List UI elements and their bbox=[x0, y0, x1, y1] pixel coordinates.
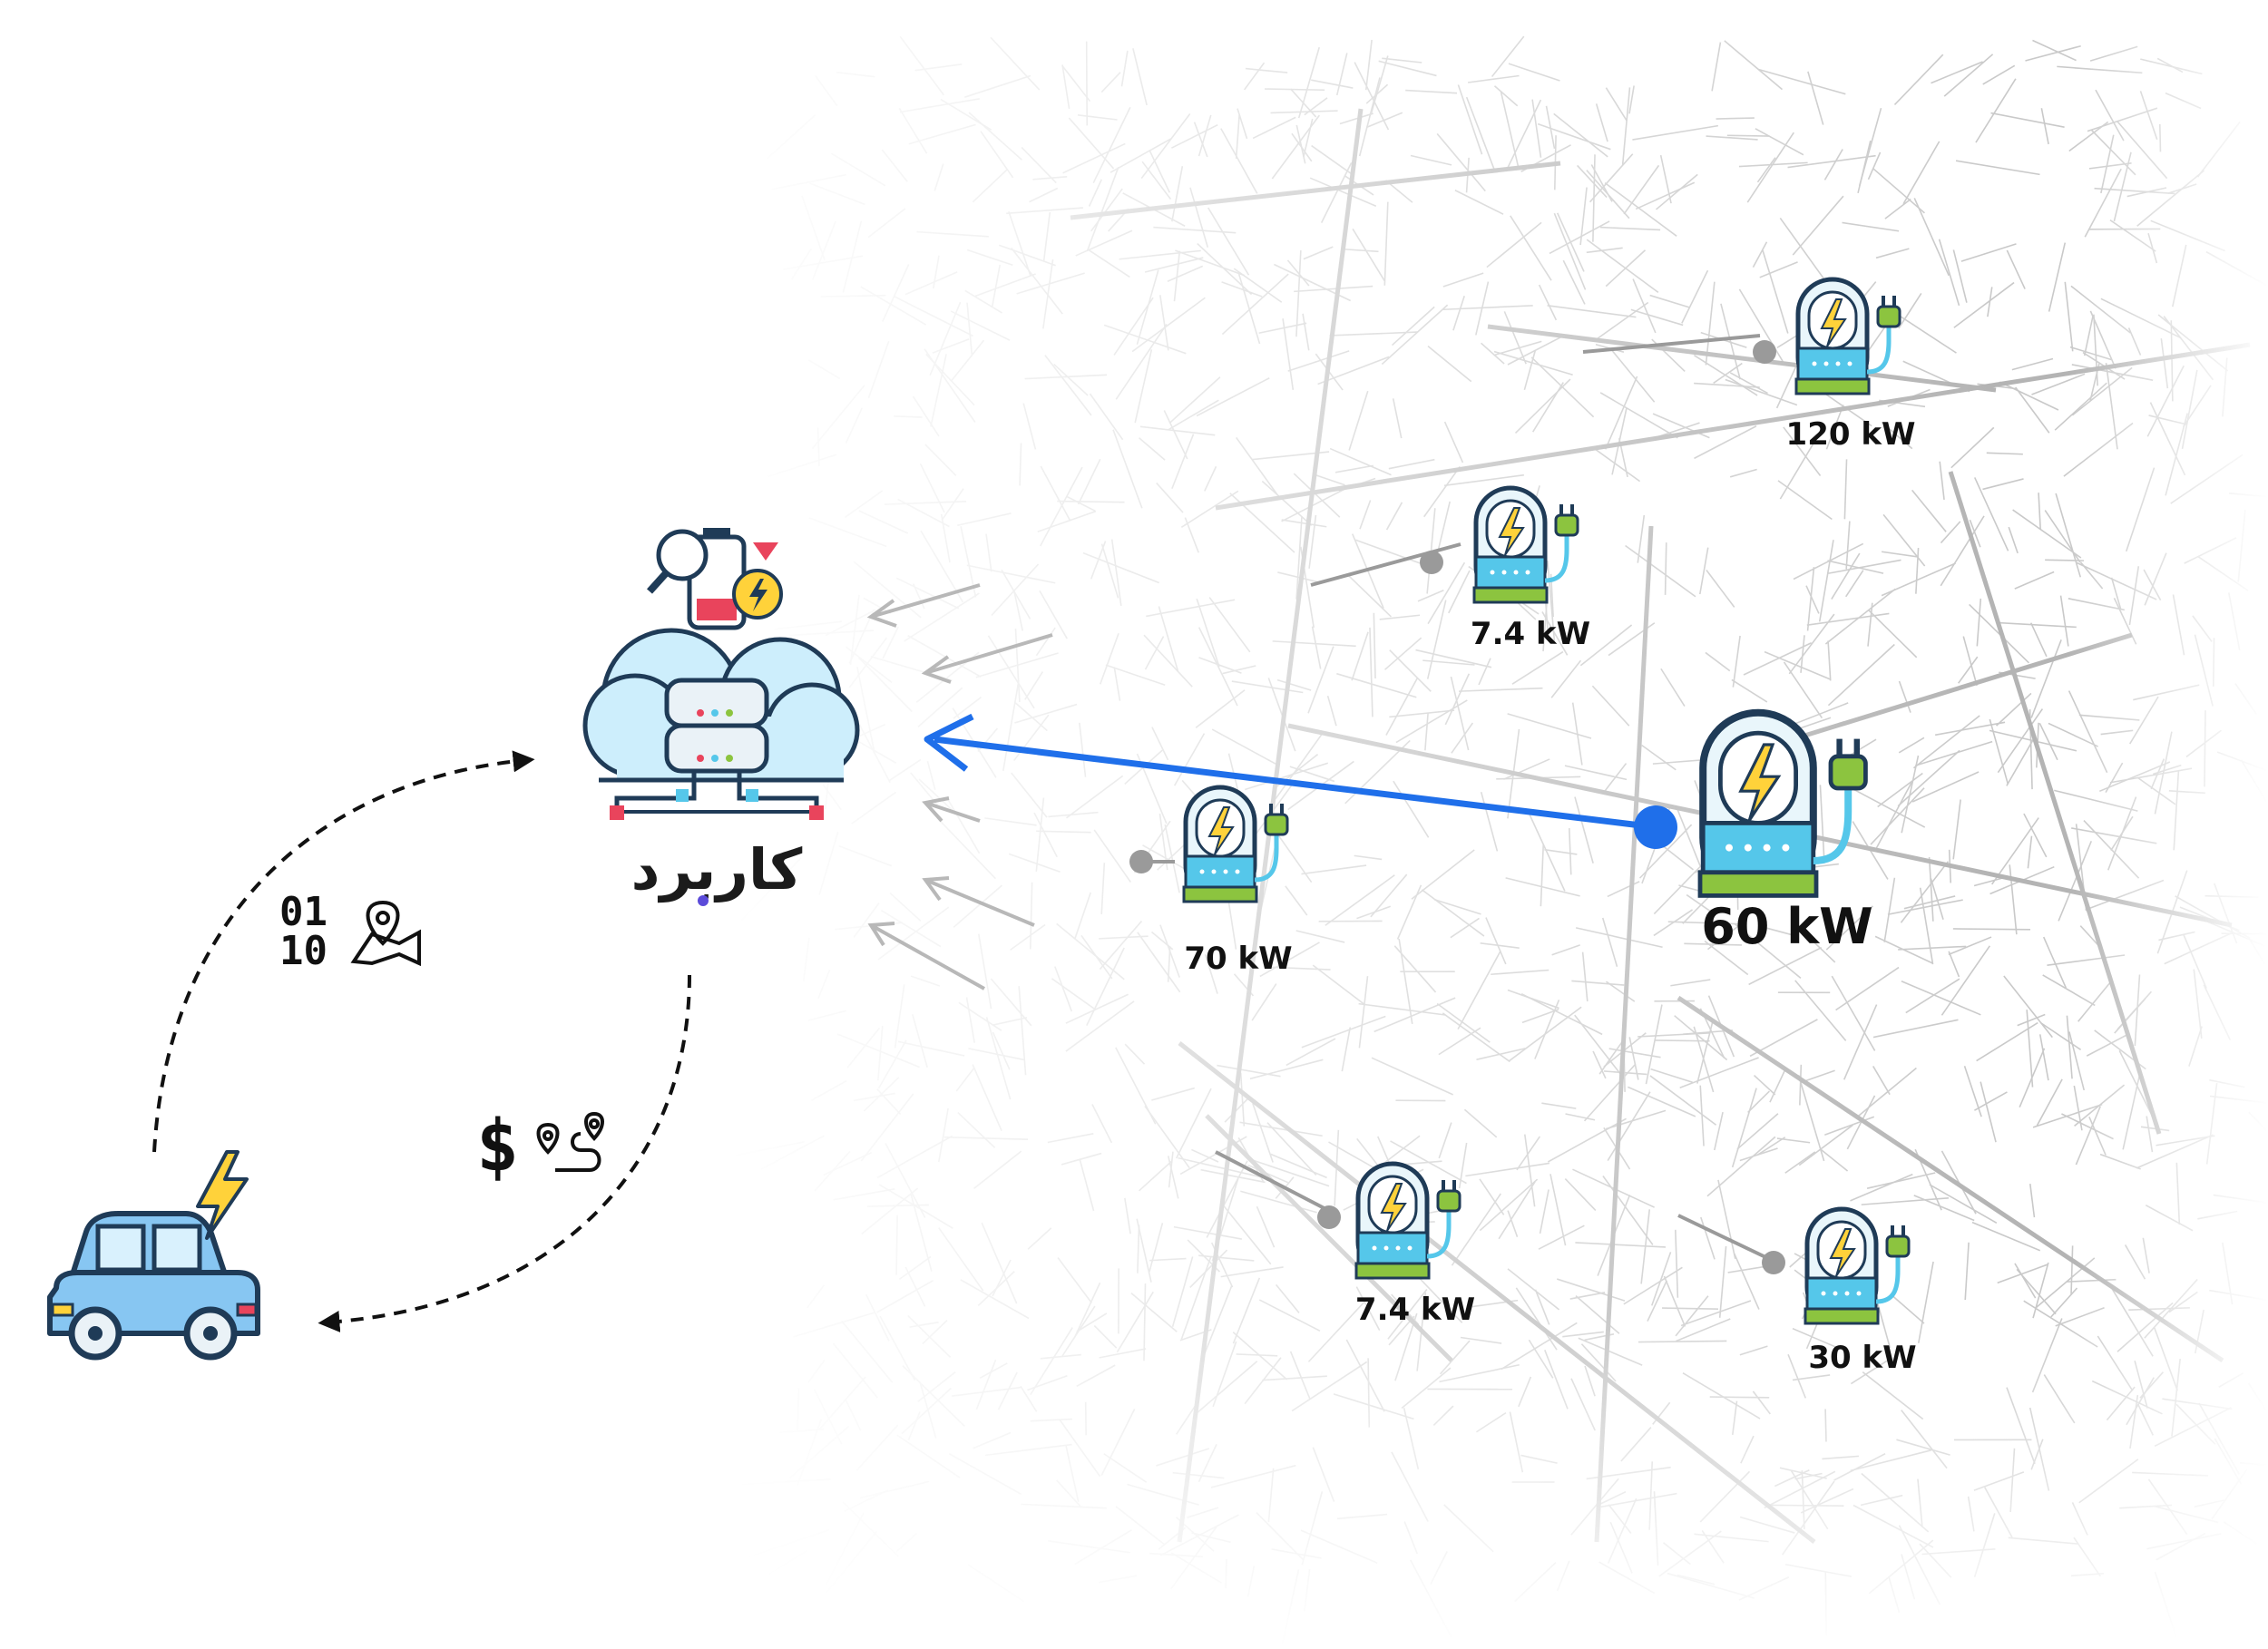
map-street bbox=[2014, 571, 2055, 590]
map-street bbox=[2019, 1048, 2046, 1107]
dot-7a bbox=[1420, 551, 1443, 574]
response-dashed-arrow bbox=[318, 974, 691, 1332]
station-power-label: 70 kW bbox=[1184, 941, 1292, 977]
station-power-label: 60 kW bbox=[1701, 898, 1872, 955]
dot-7b bbox=[1317, 1205, 1341, 1229]
map-street bbox=[2009, 864, 2018, 935]
map-street bbox=[2036, 1078, 2063, 1127]
app-brand-name: کاربرد bbox=[631, 836, 804, 903]
map-street bbox=[2059, 595, 2069, 647]
connector-7a bbox=[1310, 542, 1461, 587]
map-street bbox=[2011, 357, 2054, 371]
highlight-arrow bbox=[924, 713, 1677, 849]
map-street bbox=[2042, 936, 2068, 989]
faded-arrows bbox=[866, 583, 1053, 990]
highlight-dot bbox=[1634, 805, 1677, 849]
map-street bbox=[2038, 1034, 2049, 1081]
connector-7b bbox=[1215, 1150, 1339, 1217]
binary-data-icon: 01 10 bbox=[279, 889, 327, 974]
station-power-label: 120 kW bbox=[1786, 416, 1916, 453]
map-street bbox=[2029, 622, 2048, 658]
binary-row-2: 10 bbox=[279, 928, 327, 974]
map-street bbox=[2030, 639, 2062, 718]
map-street bbox=[2027, 835, 2033, 869]
map-street bbox=[1999, 381, 2059, 411]
upload-dashed-arrow bbox=[152, 750, 535, 1153]
map-street bbox=[1991, 817, 2039, 885]
battery-search-icon bbox=[647, 528, 783, 630]
dot-30 bbox=[1762, 1251, 1785, 1274]
station-dots bbox=[1129, 340, 1785, 1274]
dot-70 bbox=[1129, 850, 1153, 873]
map-street bbox=[2028, 1184, 2036, 1218]
map-street bbox=[2015, 386, 2050, 434]
dot-120 bbox=[1753, 340, 1776, 364]
dollar-icon: $ bbox=[476, 1106, 519, 1187]
map-location-icon bbox=[350, 900, 421, 967]
electric-car-icon[interactable] bbox=[47, 1150, 260, 1361]
route-icon bbox=[536, 1111, 604, 1172]
map-street bbox=[2003, 975, 2053, 1039]
map-street bbox=[1997, 1264, 2048, 1284]
station-power-label: 30 kW bbox=[1808, 1340, 1916, 1376]
map-street bbox=[1997, 708, 2044, 774]
map-street bbox=[1998, 621, 2077, 629]
faded-arrow bbox=[922, 796, 981, 823]
map-street bbox=[2008, 526, 2019, 554]
map-fade-right bbox=[2068, 0, 2268, 1649]
faded-arrow bbox=[867, 922, 985, 990]
faded-arrow bbox=[866, 583, 981, 628]
brand-dot bbox=[698, 895, 709, 906]
station-power-label: 7.4 kW bbox=[1471, 616, 1590, 652]
map-street bbox=[2014, 1263, 2037, 1299]
map-street bbox=[1996, 692, 2032, 727]
map-fade-bottom bbox=[726, 1315, 2268, 1649]
station-power-label: 7.4 kW bbox=[1355, 1292, 1475, 1328]
map-street bbox=[2038, 493, 2041, 530]
binary-row-1: 01 bbox=[279, 889, 327, 935]
faded-arrow bbox=[921, 633, 1053, 684]
map-street bbox=[2026, 1010, 2034, 1088]
map-street bbox=[2038, 722, 2058, 761]
map-street bbox=[2006, 249, 2026, 289]
map-street bbox=[2040, 108, 2049, 145]
cloud-server-icon bbox=[582, 628, 860, 820]
connector-120 bbox=[1582, 334, 1761, 354]
map-street bbox=[2048, 242, 2067, 312]
map-street bbox=[2023, 813, 2048, 858]
map-street bbox=[2006, 737, 2036, 786]
map-street bbox=[2017, 1013, 2046, 1027]
map-street bbox=[1990, 112, 2065, 128]
faded-arrow bbox=[922, 876, 1035, 927]
